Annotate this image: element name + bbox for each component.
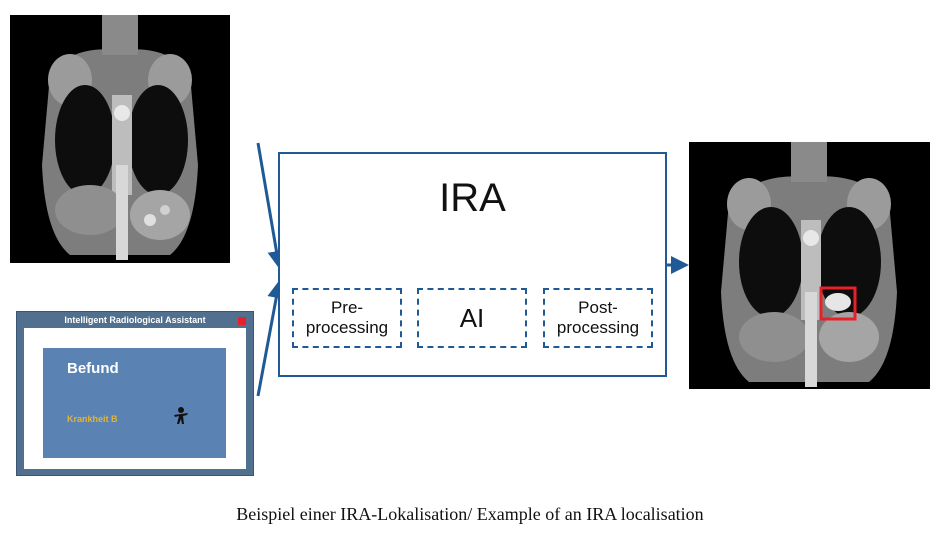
input-ct-arrow <box>256 142 286 269</box>
ira-title: IRA <box>439 176 506 220</box>
ai-label: AI <box>459 302 485 333</box>
output-ct-scan <box>689 142 930 389</box>
close-icon[interactable] <box>238 317 246 325</box>
input-ct-scan <box>10 15 230 263</box>
finding-label: Krankheit B <box>67 414 118 424</box>
postprocessing-label-line1: Post- <box>578 298 618 317</box>
ira-system-box: IRA Pre- processing AI Post- processing <box>278 152 667 377</box>
figure-caption: Beispiel einer IRA-Lokalisation/ Example… <box>236 504 704 524</box>
preprocessing-label-line2: processing <box>305 318 389 337</box>
person-icon <box>174 407 188 424</box>
postprocessing-step: Post- processing <box>543 288 653 348</box>
ai-step: AI <box>417 288 527 348</box>
input-report-arrow <box>256 280 286 397</box>
report-heading: Befund <box>67 360 119 377</box>
report-panel: Befund Krankheit B <box>43 348 226 458</box>
assistant-title: Intelligent Radiological Assistant <box>64 315 206 325</box>
localisation-highlight-box <box>819 286 857 321</box>
preprocessing-label-line1: Pre- <box>330 298 364 317</box>
postprocessing-label-line2: processing <box>556 318 640 337</box>
preprocessing-step: Pre- processing <box>292 288 402 348</box>
